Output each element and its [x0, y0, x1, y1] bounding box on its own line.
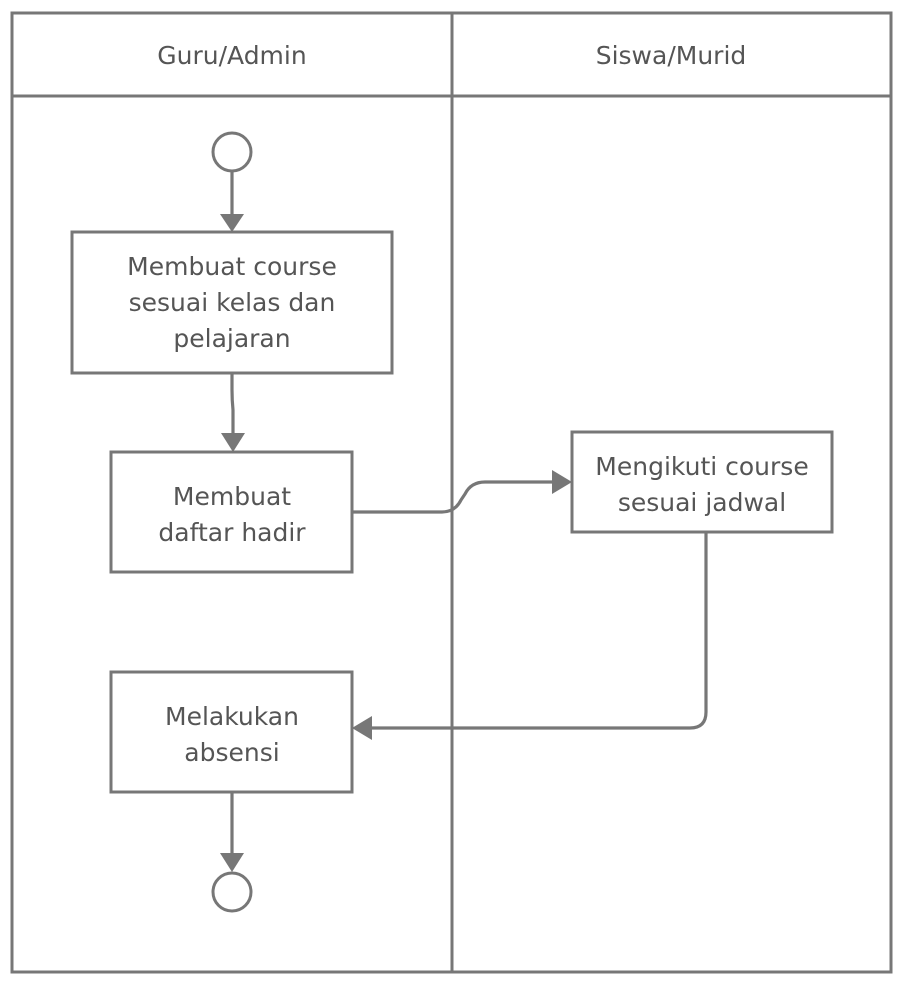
activity-buat-daftar-hadir — [109, 450, 354, 574]
start-node — [211, 131, 253, 173]
activity-ikuti-course — [570, 430, 834, 534]
activity-buat-course-line-2: sesuai kelas dan — [129, 288, 336, 317]
end-node — [211, 871, 253, 913]
edge-buat-course-to-daftar-hadir — [230, 371, 235, 435]
activity-buat-daftar-hadir-line-1: Membuat — [173, 482, 291, 511]
activity-buat-course-line-3: pelajaran — [173, 324, 290, 353]
lane-title-siswa-murid: Siswa/Murid — [596, 41, 747, 70]
arrowhead-buat-course — [220, 214, 244, 232]
activity-buat-course — [70, 230, 394, 375]
arrowhead-absensi — [352, 716, 372, 740]
edge-ikuti-course-to-absensi — [370, 530, 708, 730]
edge-daftar-hadir-to-ikuti-course — [351, 480, 554, 514]
activity-buat-course-line-1: Membuat course — [127, 252, 337, 281]
arrowhead-end — [220, 853, 244, 872]
activity-ikuti-course-line-1: Mengikuti course — [595, 452, 808, 481]
arrowhead-daftar-hadir — [221, 433, 245, 452]
activity-absensi-line-2: absensi — [184, 738, 279, 767]
activity-ikuti-course-line-2: sesuai jadwal — [618, 488, 786, 517]
arrowhead-ikuti-course — [552, 470, 572, 494]
lane-title-guru-admin: Guru/Admin — [157, 41, 306, 70]
activity-absensi-line-1: Melakukan — [165, 702, 299, 731]
activity-buat-daftar-hadir-line-2: daftar hadir — [158, 518, 306, 547]
activity-absensi — [109, 670, 354, 794]
